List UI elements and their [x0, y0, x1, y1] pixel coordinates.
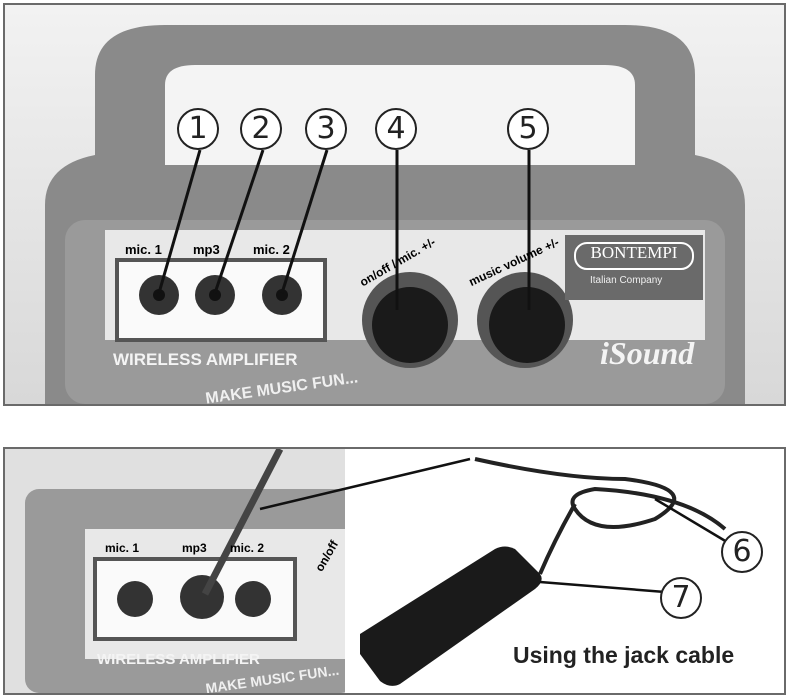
callout-6: 6 — [721, 531, 763, 573]
device-title: WIRELESS AMPLIFIER — [113, 350, 298, 369]
callout-7: 7 — [660, 577, 702, 619]
callout-5: 5 — [507, 108, 549, 150]
jack-label-mic1: mic. 1 — [125, 242, 162, 257]
product-name: iSound — [600, 335, 695, 371]
jack-label-mic2: mic. 2 — [253, 242, 290, 257]
jack-cable-illustration — [25, 449, 784, 693]
jack-label-mp3: mp3 — [193, 242, 220, 257]
callout-1: 1 — [177, 108, 219, 150]
jack-cable-photo: 6 7 mic. 1 mp3 mic. 2 on/off WIRELESS AM… — [3, 447, 786, 695]
callout-4: 4 — [375, 108, 417, 150]
brand-subtitle: Italian Company — [590, 275, 663, 286]
amplifier-controls-photo: 1 2 3 4 5 mic. 1 mp3 mic. 2 on/off / mic… — [3, 3, 786, 406]
jack-label-mic1: mic. 1 — [105, 541, 140, 555]
caption: Using the jack cable — [513, 642, 735, 668]
jack-label-mp3: mp3 — [182, 541, 207, 555]
brand-logo: BONTEMPI — [590, 243, 678, 262]
jack-label-mic2: mic. 2 — [230, 541, 265, 555]
callout-3: 3 — [305, 108, 347, 150]
device-title: WIRELESS AMPLIFIER — [97, 651, 260, 668]
amplifier-illustration — [45, 25, 745, 404]
callout-2: 2 — [240, 108, 282, 150]
